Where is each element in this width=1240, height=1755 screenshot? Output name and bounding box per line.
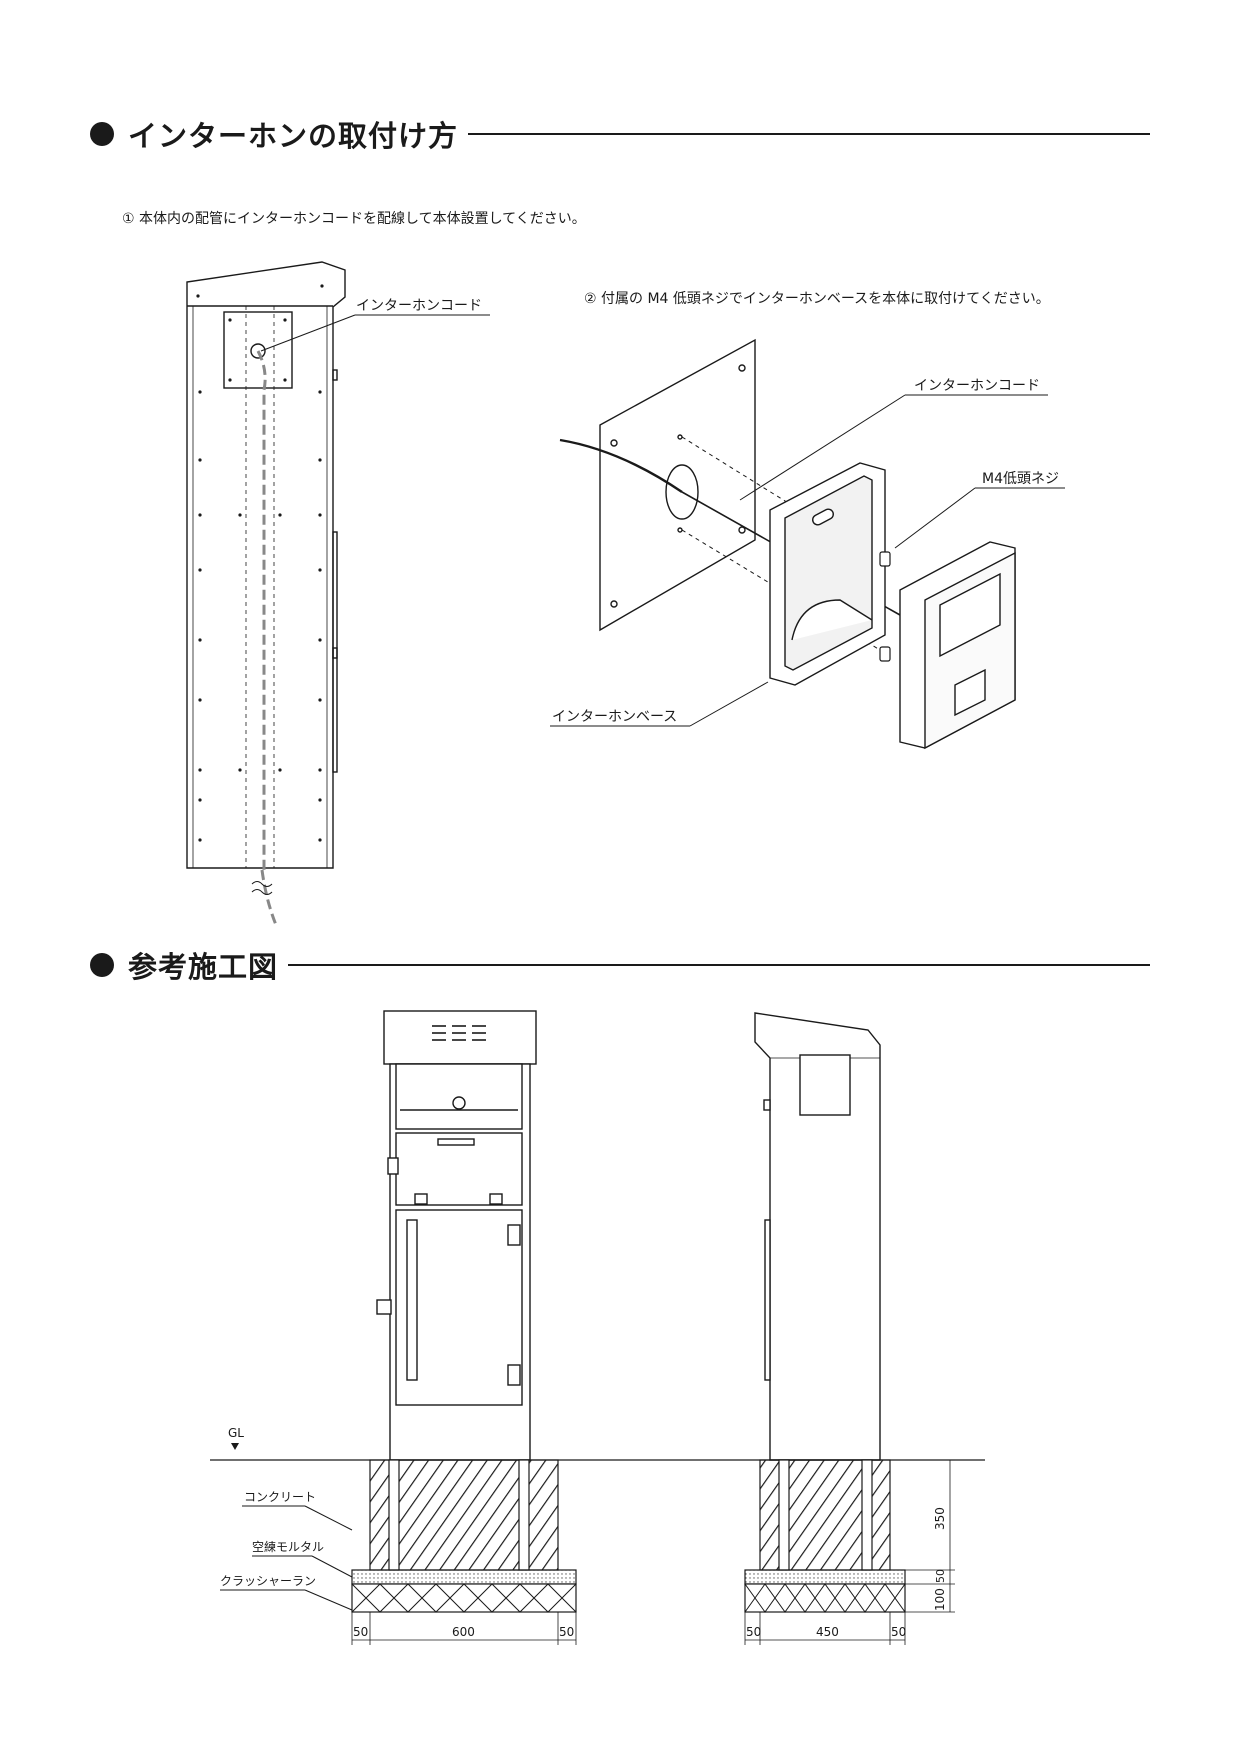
section-title-intercom: インターホンの取付け方: [128, 119, 459, 153]
post-side-view: [186, 261, 346, 926]
mounting-plate: [599, 338, 756, 632]
dim-side-right: 50: [891, 1625, 906, 1639]
dim-mortar: 50: [934, 1569, 947, 1583]
dim-front-right: 50: [559, 1625, 574, 1639]
post-rivets: [196, 284, 324, 842]
label-crusher-run: クラッシャーラン: [220, 1574, 316, 1588]
dim-front-width: 600: [452, 1625, 475, 1639]
foundation-side: [744, 1459, 906, 1613]
intercom-base: [769, 462, 886, 686]
dim-depth: 350: [933, 1507, 947, 1530]
foundation-front: [351, 1459, 577, 1613]
dimension-lines-front: [351, 1612, 577, 1645]
label-mortar: 空練モルタル: [252, 1540, 324, 1554]
step-2-text: ② 付属の M4 低頭ネジでインターホンベースを本体に取付けてください。: [584, 291, 1050, 307]
label-m4-screw: M4低頭ネジ: [982, 471, 1059, 487]
vent-slots: [432, 1025, 486, 1041]
dim-front-left: 50: [353, 1625, 368, 1639]
bullet-icon: [90, 953, 114, 977]
cord-leader-line: [260, 314, 356, 352]
side-elevation: [754, 1012, 881, 1461]
label-intercom-base: インターホンベース: [552, 709, 677, 725]
intercom-unit: [899, 541, 1016, 750]
bullet-icon: [90, 122, 114, 146]
section-heading-intercom: インターホンの取付け方: [90, 113, 1150, 155]
section-heading-construction: 参考施工図: [90, 944, 1150, 986]
gl-arrow-icon: [231, 1443, 239, 1450]
dim-crusher: 100: [933, 1588, 947, 1611]
label-concrete: コンクリート: [244, 1490, 316, 1504]
m4-screws: [879, 551, 891, 662]
label-intercom-cord-left: インターホンコード: [356, 298, 482, 314]
dimension-lines-side: [744, 1459, 955, 1645]
label-intercom-cord-right: インターホンコード: [914, 378, 1040, 394]
intercom-cord: [559, 438, 683, 493]
dim-side-left: 50: [746, 1625, 761, 1639]
dim-side-width: 450: [816, 1625, 839, 1639]
step-1-text: ① 本体内の配管にインターホンコードを配線して本体設置してください。: [122, 211, 586, 227]
section-title-construction: 参考施工図: [128, 950, 279, 984]
heading-rule: [468, 133, 1150, 135]
front-elevation: [376, 1010, 537, 1461]
heading-rule: [288, 964, 1150, 966]
gl-label: GL: [228, 1426, 244, 1440]
